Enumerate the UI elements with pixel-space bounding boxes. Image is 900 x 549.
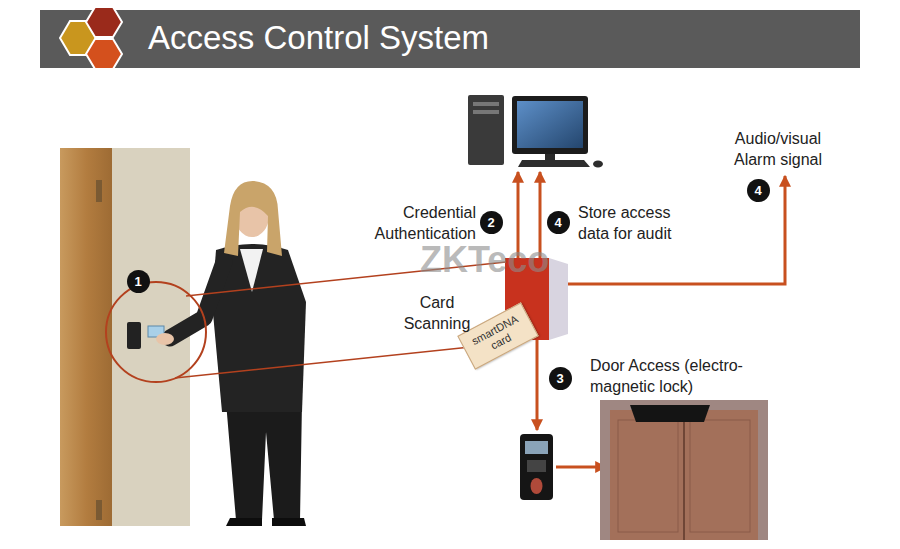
mouse <box>593 161 603 168</box>
flow-arrow <box>536 340 539 430</box>
annotation-text: Store access data for audit <box>578 202 694 244</box>
person-legs <box>226 402 302 520</box>
annotation-text: Card Scanning <box>397 292 477 334</box>
door-hinge <box>96 180 102 202</box>
logo-hexagon <box>86 39 122 69</box>
callout-number: 1 <box>134 274 141 289</box>
callout-circle: 1 <box>127 270 150 293</box>
monitor-screen <box>517 101 583 148</box>
title-band <box>40 10 860 68</box>
door-split <box>683 410 685 540</box>
callout-circle: 4 <box>547 211 570 234</box>
callout-circle: 3 <box>549 367 572 390</box>
card-text: smartDNA card <box>466 311 529 361</box>
door-frame <box>600 400 768 540</box>
door-hinge <box>96 500 102 520</box>
callout-number: 4 <box>754 183 761 198</box>
door-leaves <box>610 410 758 540</box>
door-panel-line <box>618 420 678 532</box>
reader-display <box>525 441 548 454</box>
title-text: Access Control System <box>148 19 489 57</box>
controller-side <box>549 258 568 340</box>
annotation-text: Audio/visual Alarm signal <box>723 128 833 170</box>
annotation-text: Door Access (electro-magnetic lock) <box>590 355 760 397</box>
person-hair <box>224 181 282 256</box>
leader-line <box>175 346 480 378</box>
annotation-text: Credential Authentication <box>350 202 476 244</box>
reader-keypad <box>527 460 546 472</box>
callout-number: 4 <box>554 215 561 230</box>
card-shape: smartDNA card <box>457 302 538 369</box>
callout-number: 2 <box>487 215 494 230</box>
door-panel-line <box>690 420 750 532</box>
flow-arrow <box>568 176 785 284</box>
monitor-stand <box>545 154 555 160</box>
magnetic-lock <box>630 405 710 422</box>
person-hand <box>156 333 174 345</box>
keyboard <box>518 160 590 167</box>
person-shoes <box>226 518 306 526</box>
logo-hexagon <box>86 7 122 37</box>
person-shirt <box>240 249 263 292</box>
drive-bay <box>473 110 499 114</box>
card-reader <box>127 322 141 349</box>
flow-arrow <box>556 466 606 469</box>
fingerprint-reader <box>520 434 553 500</box>
computer-tower <box>468 95 504 165</box>
zoom-circle <box>106 282 206 382</box>
monitor <box>512 96 588 154</box>
watermark: ZKTeco <box>420 240 570 280</box>
callout-number: 3 <box>556 371 563 386</box>
fingerprint-sensor <box>531 478 543 494</box>
callout-circle: 4 <box>747 179 770 202</box>
person-arm <box>170 262 224 338</box>
drive-bay <box>473 102 499 106</box>
callout-circle: 2 <box>480 211 503 234</box>
